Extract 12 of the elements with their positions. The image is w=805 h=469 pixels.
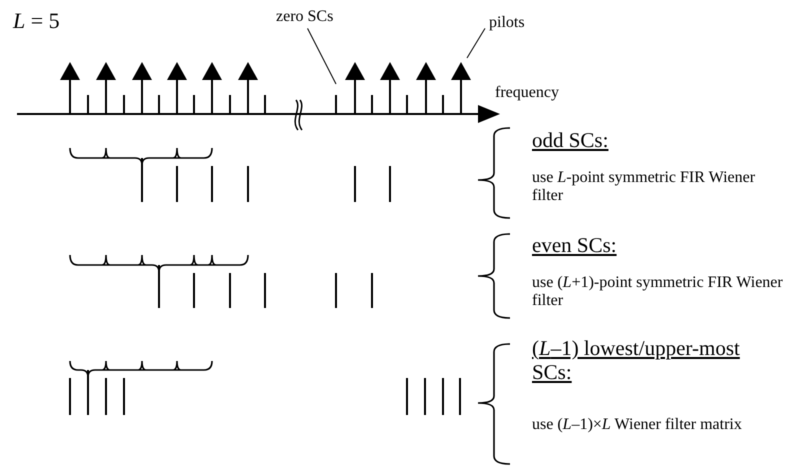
leader-line [466,28,486,58]
parameter-label: L = 5 [13,8,60,34]
section-heading: odd SCs: [532,128,608,152]
section-heading: even SCs: [532,233,617,258]
section-heading: (L–1) lowest/upper-most SCs: [532,336,741,384]
description-text: use (L+1)-point symmetric FIR Wiener filter [532,274,784,311]
callout-label: pilots [489,14,525,32]
leader-line [307,28,336,84]
description-text: use L-point symmetric FIR Wiener filter [532,169,756,206]
callout-label: zero SCs [276,8,334,26]
description-text: use (L–1)×L Wiener filter matrix [532,416,743,434]
axis-label: frequency [495,84,559,102]
